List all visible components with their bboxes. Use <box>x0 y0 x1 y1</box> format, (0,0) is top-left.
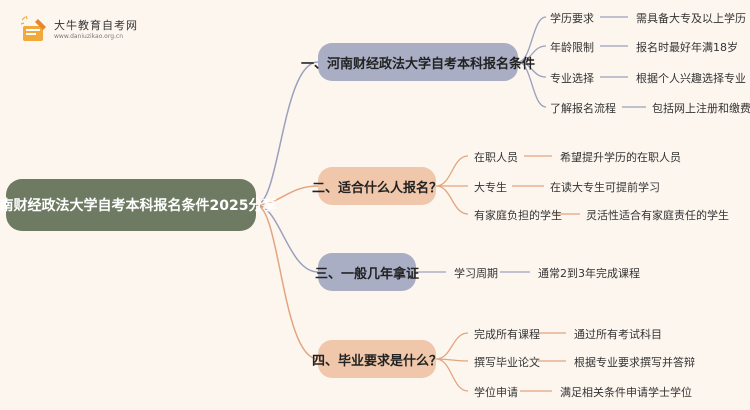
connector-b4-items <box>435 332 469 392</box>
connector-b1-items <box>517 16 547 108</box>
connector-root-branch-4 <box>255 204 319 360</box>
detail-registration-process: 包括网上注册和缴费 <box>652 102 750 115</box>
branch-graduation-requirements: 四、毕业要求是什么？ <box>312 340 442 378</box>
root-topic: 河南财经政法大学自考本科报名条件2025分享 <box>0 179 276 231</box>
leaf-age-limit: 年龄限制 <box>550 41 594 54</box>
site-name: 大牛教育自考网 <box>54 19 138 32</box>
detail-working-professionals: 希望提升学历的在职人员 <box>560 151 681 164</box>
connector-root-branch-2 <box>255 185 319 206</box>
connector-b4-details <box>520 332 566 392</box>
leaf-college-students: 大专生 <box>474 181 507 194</box>
leaf-major-selection: 专业选择 <box>550 72 594 85</box>
branch-years-to-certificate: 三、一般几年拿证 <box>315 253 419 291</box>
leaf-complete-courses: 完成所有课程 <box>474 328 540 341</box>
detail-write-thesis: 根据专业要求撰写并答辩 <box>574 356 695 369</box>
detail-age-limit: 报名时最好年满18岁 <box>636 41 738 54</box>
detail-major-selection: 根据个人兴趣选择专业 <box>636 72 746 85</box>
leaf-registration-process: 了解报名流程 <box>550 102 616 115</box>
detail-family-burden-students: 灵活性适合有家庭责任的学生 <box>586 209 729 222</box>
branch-suitable-applicants: 二、适合什么人报名？ <box>312 167 442 205</box>
detail-degree-application: 满足相关条件申请学士学位 <box>560 386 692 399</box>
detail-education-requirement: 需具备大专及以上学历 <box>636 12 746 25</box>
leaf-write-thesis: 撰写毕业论文 <box>474 356 540 369</box>
connector-root-branch-3 <box>255 204 319 273</box>
branch-enrollment-conditions: 一、河南财经政法大学自考本科报名条件 <box>301 43 535 81</box>
connector-b2-details <box>512 155 580 215</box>
pencil-book-icon <box>20 16 46 41</box>
leaf-education-requirement: 学历要求 <box>550 12 594 25</box>
connector-b2-items <box>435 155 469 215</box>
detail-study-period: 通常2到3年完成课程 <box>538 267 640 280</box>
site-url: www.daniuzikao.org.cn <box>54 33 124 40</box>
leaf-family-burden-students: 有家庭负担的学生 <box>474 209 562 222</box>
connector-root-branch-1 <box>255 61 319 206</box>
detail-complete-courses: 通过所有考试科目 <box>574 328 662 341</box>
leaf-degree-application: 学位申请 <box>474 386 518 399</box>
site-logo[interactable]: 大牛教育自考网 www.daniuzikao.org.cn <box>20 14 140 48</box>
connector-b1-details <box>600 16 646 108</box>
detail-college-students: 在读大专生可提前学习 <box>550 181 660 194</box>
leaf-study-period: 学习周期 <box>454 267 498 280</box>
leaf-working-professionals: 在职人员 <box>474 151 518 164</box>
